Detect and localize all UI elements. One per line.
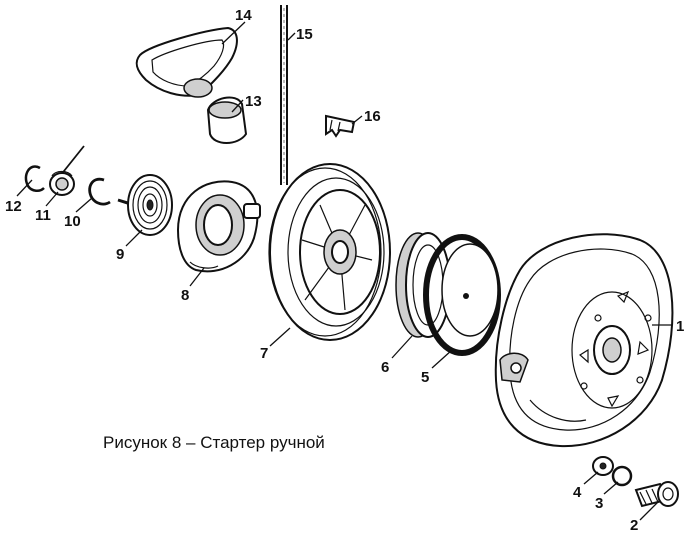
- callout-8: 8: [181, 287, 189, 304]
- callout-7: 7: [260, 345, 268, 362]
- callout-6: 6: [381, 359, 389, 376]
- gasket-ring-part: [423, 234, 501, 356]
- callout-13: 13: [245, 93, 262, 110]
- callout-10: 10: [64, 213, 81, 230]
- handle-insert-part: [206, 96, 248, 144]
- callout-1: 1: [676, 318, 684, 335]
- callout-14: 14: [235, 7, 252, 24]
- callout-labels: 1 2 3 4 5 6 7 8 9 10 11 12 13 14 15 16: [5, 7, 684, 534]
- circlip-part: [24, 165, 45, 192]
- callout-4: 4: [573, 484, 582, 501]
- callout-5: 5: [421, 369, 429, 386]
- callout-15: 15: [296, 26, 313, 43]
- callout-9: 9: [116, 246, 124, 263]
- return-spring-part: [117, 174, 173, 236]
- washer-part: [592, 456, 614, 476]
- bolt-part: [634, 481, 679, 508]
- callout-12: 12: [5, 198, 22, 215]
- pawl-part: [49, 145, 85, 196]
- callout-3: 3: [595, 495, 603, 512]
- starter-housing-part: [494, 233, 674, 448]
- callout-11: 11: [35, 207, 51, 224]
- callout-16: 16: [364, 108, 381, 125]
- rope-part: [280, 5, 288, 185]
- retaining-clip-part: [88, 177, 111, 206]
- handle-grip-part: [135, 26, 238, 98]
- callout-2: 2: [630, 517, 638, 534]
- leader-lines: [16, 21, 672, 521]
- pawl-spring-part: [325, 114, 356, 138]
- spring-cover-part: [176, 180, 261, 273]
- rope-pulley-part: [268, 163, 391, 341]
- figure-caption: Рисунок 8 – Стартер ручной: [103, 433, 325, 452]
- spring-washer-part: [611, 465, 633, 487]
